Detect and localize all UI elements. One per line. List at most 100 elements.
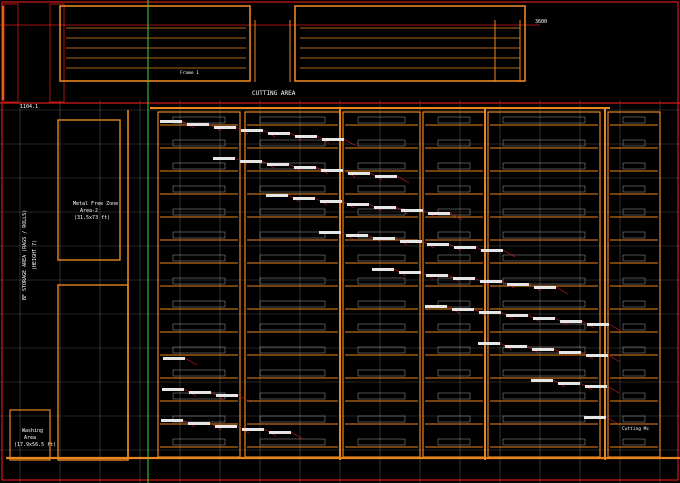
machine-outline [502, 300, 586, 308]
machine-column [607, 111, 661, 458]
cable-tag [399, 271, 421, 274]
machine-outline [622, 415, 646, 423]
washing-area-box [9, 409, 51, 461]
machine-outline [437, 346, 471, 354]
machine-outline [357, 392, 406, 400]
machine-outline [622, 438, 646, 446]
machine-outline [357, 415, 406, 423]
machine-outline [357, 277, 406, 285]
drawing-label: Washing [22, 428, 43, 434]
cable-tag [586, 354, 608, 357]
machine-outline [172, 254, 226, 262]
drawing-label: Area [24, 435, 36, 441]
leader-line [605, 416, 619, 425]
cable-tag [187, 123, 209, 126]
machine-outline [622, 231, 646, 239]
machine-outline [259, 277, 326, 285]
leader-line [396, 175, 410, 184]
cable-tag [559, 351, 581, 354]
leader-line [184, 357, 198, 366]
cable-tag [214, 126, 236, 129]
cable-tag [268, 132, 290, 135]
machine-outline [437, 254, 471, 262]
drawing-label: Frame 1 [180, 70, 199, 76]
machine-outline [437, 116, 471, 124]
cable-tag [162, 388, 184, 391]
cable-tag [241, 129, 263, 132]
machine-outline [622, 300, 646, 308]
cable-tag [163, 357, 185, 360]
machine-outline [502, 438, 586, 446]
cable-tag [215, 425, 237, 428]
cable-tag [240, 160, 262, 163]
leader-line [449, 212, 463, 221]
cable-tag [269, 431, 291, 434]
cable-tag [478, 342, 500, 345]
cable-tag [295, 135, 317, 138]
machine-outline [259, 139, 326, 147]
machine-outline [622, 346, 646, 354]
cable-tag [401, 209, 423, 212]
machine-outline [259, 323, 326, 331]
machine-outline [437, 162, 471, 170]
cable-tag [480, 280, 502, 283]
leader-line [343, 138, 357, 147]
machine-outline [172, 369, 226, 377]
machine-outline [622, 208, 646, 216]
machine-outline [172, 346, 226, 354]
cable-tag [505, 345, 527, 348]
machine-outline [502, 139, 586, 147]
leader-line [607, 354, 621, 363]
machine-outline [502, 346, 586, 354]
machine-outline [357, 116, 406, 124]
cable-tag [425, 305, 447, 308]
machine-outline [259, 300, 326, 308]
cable-tag [454, 246, 476, 249]
cable-tag [213, 157, 235, 160]
cable-tag [531, 379, 553, 382]
leader-line [502, 249, 516, 258]
cable-tag [481, 249, 503, 252]
lower-left-zone-box [57, 284, 129, 461]
machine-outline [259, 254, 326, 262]
machine-outline [259, 369, 326, 377]
cable-tag [427, 243, 449, 246]
cable-tag [452, 308, 474, 311]
machine-outline [259, 231, 326, 239]
cable-tag [372, 268, 394, 271]
cable-tag [216, 394, 238, 397]
machine-outline [357, 369, 406, 377]
machine-outline [172, 438, 226, 446]
cable-tag [560, 320, 582, 323]
cable-tag [348, 172, 370, 175]
cable-tag [584, 416, 606, 419]
cable-tag [479, 311, 501, 314]
machine-outline [437, 392, 471, 400]
drawing-label: (HEIGHT 7) [32, 240, 38, 270]
cable-tag [266, 194, 288, 197]
drawing-label: Metal Free Zone [73, 201, 118, 207]
machine-outline [502, 277, 586, 285]
machine-outline [357, 139, 406, 147]
machine-outline [172, 300, 226, 308]
machine-column [487, 111, 601, 458]
machine-outline [502, 162, 586, 170]
cutting-tray-left [59, 5, 251, 82]
cable-tag [188, 422, 210, 425]
machine-outline [259, 346, 326, 354]
machine-outline [622, 392, 646, 400]
machine-outline [502, 231, 586, 239]
drawing-label: BF STORAGE AREA (RAGS / ROLLS) [22, 210, 28, 300]
cable-tag [189, 391, 211, 394]
machine-outline [437, 415, 471, 423]
machine-outline [502, 369, 586, 377]
cable-tag [294, 166, 316, 169]
machine-outline [622, 277, 646, 285]
cable-tag [267, 163, 289, 166]
machine-outline [172, 231, 226, 239]
machine-outline [437, 300, 471, 308]
drawing-label: (17.9x56.5 ft) [14, 442, 56, 448]
cable-tag [161, 419, 183, 422]
machine-outline [172, 208, 226, 216]
